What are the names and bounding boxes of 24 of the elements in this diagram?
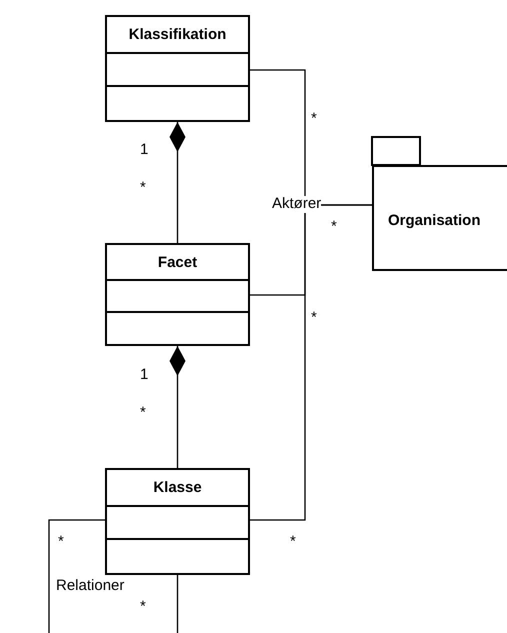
class-name: Klassifikation <box>107 17 248 54</box>
composition-line <box>170 346 186 468</box>
association-line <box>176 575 178 633</box>
class-name: Klasse <box>107 470 248 507</box>
package-box <box>372 165 507 271</box>
package-name: Organisation <box>388 212 481 229</box>
class-box <box>105 243 250 346</box>
multiplicity: * <box>290 534 296 550</box>
multiplicity: * <box>331 219 337 236</box>
role-name: Aktører <box>272 196 322 212</box>
multiplicity: * <box>140 405 146 422</box>
multiplicity: * <box>140 180 146 196</box>
association-line <box>48 519 105 633</box>
composition-line <box>170 122 186 243</box>
multiplicity: * <box>311 111 317 128</box>
class-box <box>105 468 250 575</box>
multiplicity: * <box>140 599 146 616</box>
multiplicity: * <box>311 310 317 326</box>
association-line <box>250 204 372 521</box>
multiplicity: 1 <box>140 142 148 158</box>
class-box <box>105 15 250 122</box>
multiplicity: * <box>58 534 64 550</box>
class-name: Facet <box>107 245 248 281</box>
multiplicity: 1 <box>140 367 148 384</box>
